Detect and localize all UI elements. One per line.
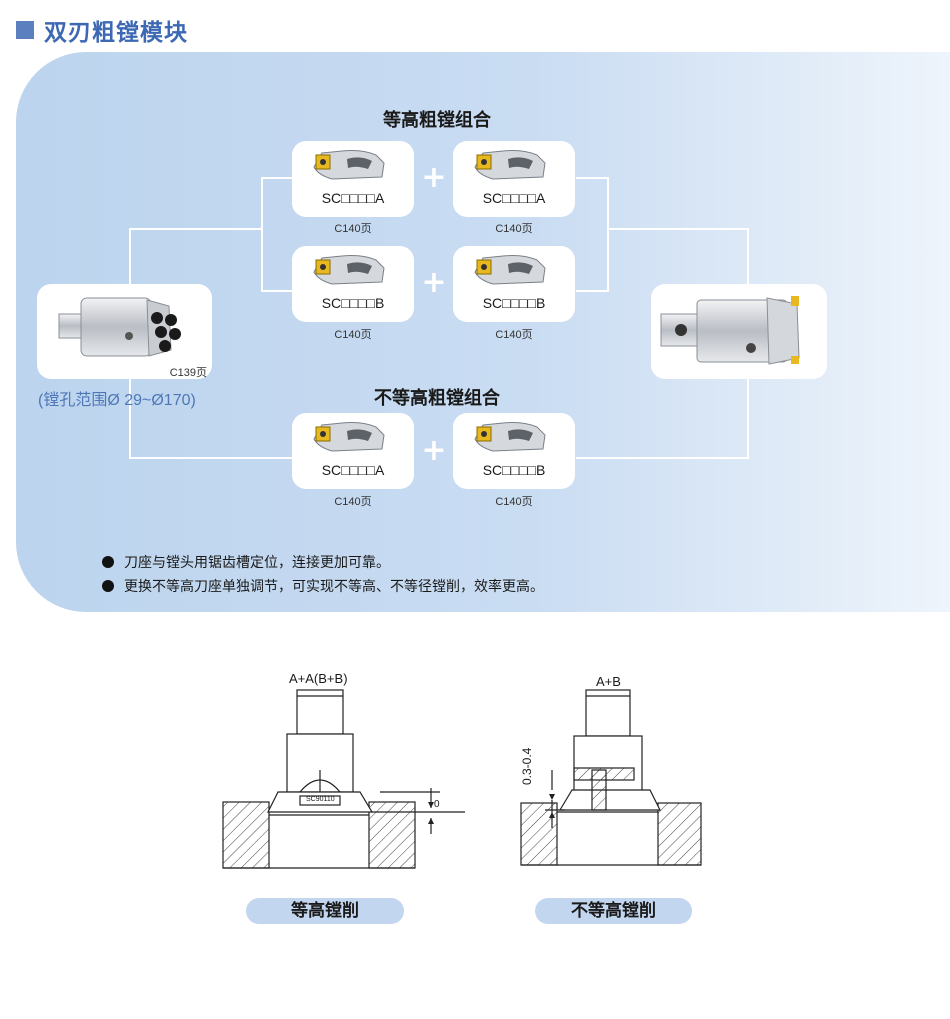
insert-holder-icon: [313, 255, 385, 285]
insert-holder-icon: [474, 255, 546, 285]
page-ref: C140页: [334, 223, 372, 235]
holder-label: SC□□□□A: [321, 462, 385, 478]
insert-holder-icon: [313, 422, 385, 452]
holder-label: SC□□□□B: [482, 295, 546, 311]
insert-label: SC90110: [306, 796, 335, 803]
equal-height-heading: 等高粗镗组合: [383, 110, 491, 131]
bullet-item: 更换不等高刀座单独调节，可实现不等高、不等径镗削，效率更高。: [102, 576, 544, 596]
page-ref: C140页: [334, 496, 372, 508]
bullet-item: 刀座与镗头用锯齿槽定位，连接更加可靠。: [102, 552, 390, 572]
bullet-dot-icon: [102, 580, 114, 592]
plus-sign: +: [421, 433, 447, 468]
page-title: 双刃粗镗模块: [44, 20, 188, 46]
insert-holder-icon: [474, 150, 546, 180]
holder-label: SC□□□□A: [321, 190, 385, 206]
page-ref: C140页: [495, 329, 533, 341]
dimension-label: 0.3-0.4: [520, 747, 534, 785]
holder-card-a2: SC□□□□A: [453, 141, 575, 217]
holder-card-b2: SC□□□□B: [453, 246, 575, 322]
page-ref: C140页: [495, 496, 533, 508]
page-ref: C140页: [495, 223, 533, 235]
bullet-dot-icon: [102, 556, 114, 568]
holder-card-b1: SC□□□□B: [292, 246, 414, 322]
assembled-tool-card: [651, 284, 827, 379]
bullet-text: 刀座与镗头用锯齿槽定位，连接更加可靠。: [124, 555, 390, 571]
holder-label: SC□□□□B: [321, 295, 385, 311]
insert-holder-icon: [313, 150, 385, 180]
diagram-top-label: A+B: [596, 674, 621, 689]
page-ref: C140页: [334, 329, 372, 341]
holder-card-unequal-b: SC□□□□B: [453, 413, 575, 489]
unequal-height-heading: 不等高粗镗组合: [374, 388, 500, 409]
plus-sign: +: [421, 160, 447, 195]
page-ref: C139页: [169, 367, 207, 379]
holder-card-unequal-a: SC□□□□A: [292, 413, 414, 489]
assembled-tool-icon: [660, 296, 800, 365]
bullet-text: 更换不等高刀座单独调节，可实现不等高、不等径镗削，效率更高。: [124, 579, 544, 595]
diagram-top-label: A+A(B+B): [289, 671, 348, 686]
holder-card-a1: SC□□□□A: [292, 141, 414, 217]
holder-label: SC□□□□B: [482, 462, 546, 478]
holder-label: SC□□□□A: [482, 190, 546, 206]
equal-height-caption: 等高镗削: [246, 898, 404, 924]
dimension-label: 0: [434, 799, 440, 810]
insert-holder-icon: [474, 422, 546, 452]
plus-sign: +: [421, 265, 447, 300]
unequal-height-caption: 不等高镗削: [535, 898, 692, 924]
boring-head-body-icon: [58, 297, 181, 357]
boring-head-card: C139页: [37, 284, 212, 379]
title-marker: [16, 21, 34, 39]
boring-range-text: (镗孔范围Ø 29~Ø170): [38, 392, 196, 409]
